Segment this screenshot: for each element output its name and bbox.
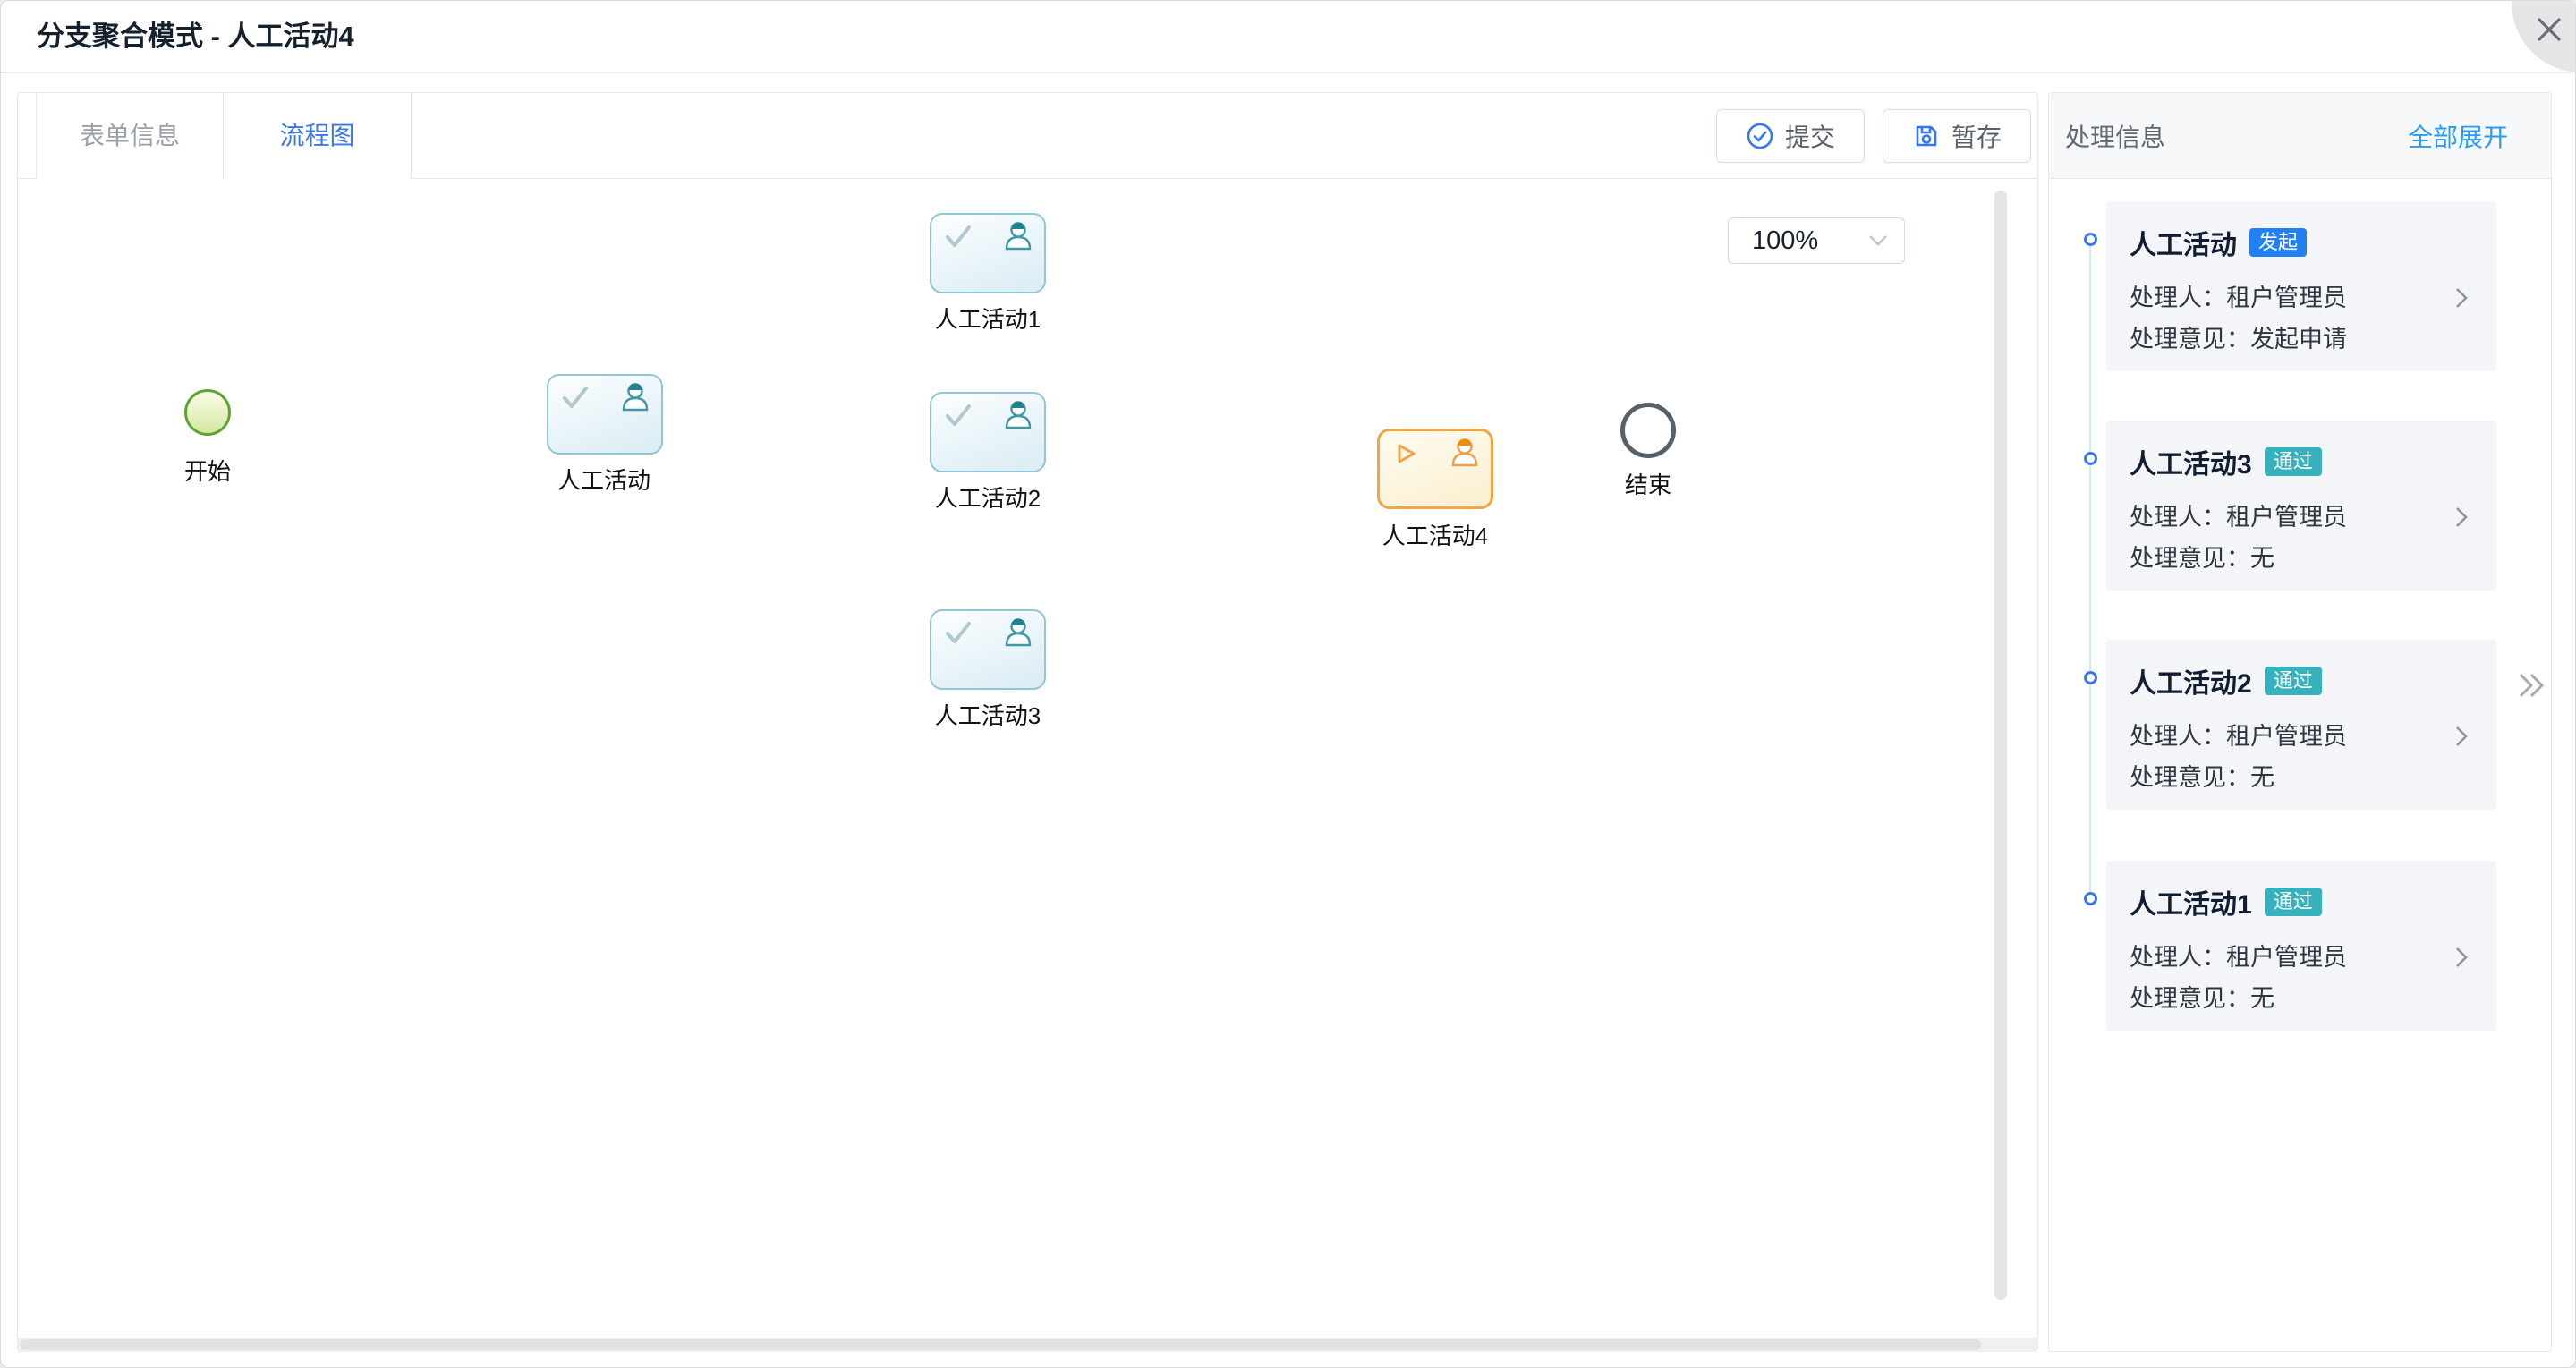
flow-node-activity3-label: 人工活动3 xyxy=(934,702,1041,729)
timeline-dot xyxy=(2084,671,2097,684)
chevron-right-icon[interactable] xyxy=(2455,285,2470,310)
node-name: 人工活动1 xyxy=(2130,890,2252,920)
process-card-activity2: 人工活动2 通过 处理人： 租户管理员 处理意见： 无 xyxy=(2106,640,2496,810)
zoom-level-select[interactable]: 100% xyxy=(1728,217,1905,264)
handler-value: 租户管理员 xyxy=(2226,944,2347,971)
user-icon xyxy=(1005,401,1032,429)
opinion-row: 处理意见： 无 xyxy=(2130,542,2473,574)
submit-button[interactable]: 提交 xyxy=(1716,109,1865,163)
handler-row[interactable]: 处理人： 租户管理员 xyxy=(2130,941,2473,973)
submit-label: 提交 xyxy=(1784,123,1835,151)
flow-node-activity4-label: 人工活动4 xyxy=(1382,523,1489,549)
flow-node-activity2-label: 人工活动2 xyxy=(934,485,1041,512)
opinion-label: 处理意见： xyxy=(2130,545,2250,572)
check-icon xyxy=(946,622,971,643)
status-badge: 通过 xyxy=(2264,667,2322,695)
collapse-panel-icon[interactable] xyxy=(2513,667,2551,704)
status-badge: 通过 xyxy=(2264,888,2322,916)
opinion-value: 无 xyxy=(2250,985,2274,1012)
panel-title: 处理信息 xyxy=(2065,123,2166,151)
close-icon[interactable] xyxy=(2531,12,2567,47)
tab-bar: 表单信息 流程图 提交 暂存 xyxy=(18,93,2037,179)
handler-label: 处理人： xyxy=(2130,944,2226,971)
chevron-right-icon[interactable] xyxy=(2455,505,2470,530)
process-card-title: 人工活动3 通过 xyxy=(2130,442,2473,481)
zoom-level-value: 100% xyxy=(1752,225,1819,255)
node-name: 人工活动2 xyxy=(2130,669,2252,699)
opinion-value: 发起申请 xyxy=(2250,326,2347,353)
handler-label: 处理人： xyxy=(2130,285,2226,311)
timeline-dot xyxy=(2084,233,2097,246)
opinion-label: 处理意见： xyxy=(2130,764,2250,791)
flow-node-activity1[interactable] xyxy=(930,213,1046,293)
timeline-rail xyxy=(2089,245,2091,903)
play-icon xyxy=(1398,444,1416,463)
user-icon xyxy=(1005,222,1032,251)
flow-node-activity2[interactable] xyxy=(930,392,1046,472)
opinion-label: 处理意见： xyxy=(2130,985,2250,1012)
process-card-activity3: 人工活动3 通过 处理人： 租户管理员 处理意见： 无 xyxy=(2106,421,2496,591)
tab-form-info[interactable]: 表单信息 xyxy=(36,93,224,179)
canvas-vertical-scrollbar[interactable] xyxy=(1994,191,2007,1300)
flow-node-end[interactable] xyxy=(1620,403,1676,458)
check-icon xyxy=(946,225,971,247)
dialog-title: 分支聚合模式 - 人工活动4 xyxy=(37,21,354,52)
timeline-dot xyxy=(2084,452,2097,465)
process-card-activity: 人工活动 发起 处理人： 租户管理员 处理意见： 发起申请 xyxy=(2106,201,2496,371)
tab-flow-diagram[interactable]: 流程图 xyxy=(224,93,412,179)
user-icon xyxy=(1451,438,1478,467)
status-badge: 通过 xyxy=(2264,447,2322,476)
chevron-down-icon xyxy=(1869,235,1887,246)
process-card-title: 人工活动2 通过 xyxy=(2130,661,2473,701)
process-card-title: 人工活动1 通过 xyxy=(2130,882,2473,922)
opinion-label: 处理意见： xyxy=(2130,326,2250,353)
opinion-value: 无 xyxy=(2250,545,2274,572)
status-badge: 发起 xyxy=(2249,228,2308,257)
user-icon xyxy=(1005,618,1032,647)
handler-value: 租户管理员 xyxy=(2226,285,2347,311)
flow-node-activity[interactable] xyxy=(547,374,663,455)
flow-node-end-label: 结束 xyxy=(1624,472,1671,498)
user-icon xyxy=(622,383,649,412)
opinion-row: 处理意见： 无 xyxy=(2130,982,2473,1015)
process-card-activity1: 人工活动1 通过 处理人： 租户管理员 处理意见： 无 xyxy=(2106,861,2496,1031)
opinion-row: 处理意见： 发起申请 xyxy=(2130,323,2473,355)
chevron-right-icon[interactable] xyxy=(2455,945,2470,970)
process-view-card: 表单信息 流程图 提交 暂存 xyxy=(17,92,2038,1352)
handler-label: 处理人： xyxy=(2130,504,2226,531)
process-info-header: 处理信息 全部展开 xyxy=(2049,93,2551,179)
handler-value: 租户管理员 xyxy=(2226,504,2347,531)
expand-all-link[interactable]: 全部展开 xyxy=(2407,123,2508,151)
save-draft-button[interactable]: 暂存 xyxy=(1883,109,2031,163)
dialog-title-bar: 分支聚合模式 - 人工活动4 xyxy=(1,1,2575,73)
process-card-title: 人工活动 发起 xyxy=(2130,223,2473,262)
flow-node-start[interactable] xyxy=(184,389,231,436)
flow-node-activity4-current[interactable] xyxy=(1377,429,1493,509)
handler-value: 租户管理员 xyxy=(2226,723,2347,750)
circle-check-icon xyxy=(1747,123,1773,149)
floppy-save-icon xyxy=(1916,125,1937,147)
check-icon xyxy=(563,387,588,408)
node-name: 人工活动3 xyxy=(2130,450,2252,480)
flow-node-activity-label: 人工活动 xyxy=(557,467,650,494)
canvas-horizontal-scrollbar-thumb[interactable] xyxy=(20,1339,1981,1350)
canvas-horizontal-scrollbar-track xyxy=(18,1338,2037,1352)
handler-row[interactable]: 处理人： 租户管理员 xyxy=(2130,501,2473,533)
draft-label: 暂存 xyxy=(1951,123,2002,151)
check-icon xyxy=(946,404,971,426)
flow-node-activity3[interactable] xyxy=(930,609,1046,690)
flow-node-start-label: 开始 xyxy=(183,458,231,485)
flow-node-activity1-label: 人工活动1 xyxy=(934,306,1041,333)
handler-row[interactable]: 处理人： 租户管理员 xyxy=(2130,282,2473,314)
node-name: 人工活动 xyxy=(2130,231,2237,260)
opinion-value: 无 xyxy=(2250,764,2274,791)
timeline-dot xyxy=(2084,892,2097,905)
opinion-row: 处理意见： 无 xyxy=(2130,761,2473,794)
chevron-right-icon[interactable] xyxy=(2455,724,2470,749)
handler-row[interactable]: 处理人： 租户管理员 xyxy=(2130,720,2473,752)
process-info-panel: 处理信息 全部展开 人工活动 发起 处理人： 租户管理员 处理意见： 发起申请 xyxy=(2048,92,2552,1352)
handler-label: 处理人： xyxy=(2130,723,2226,750)
